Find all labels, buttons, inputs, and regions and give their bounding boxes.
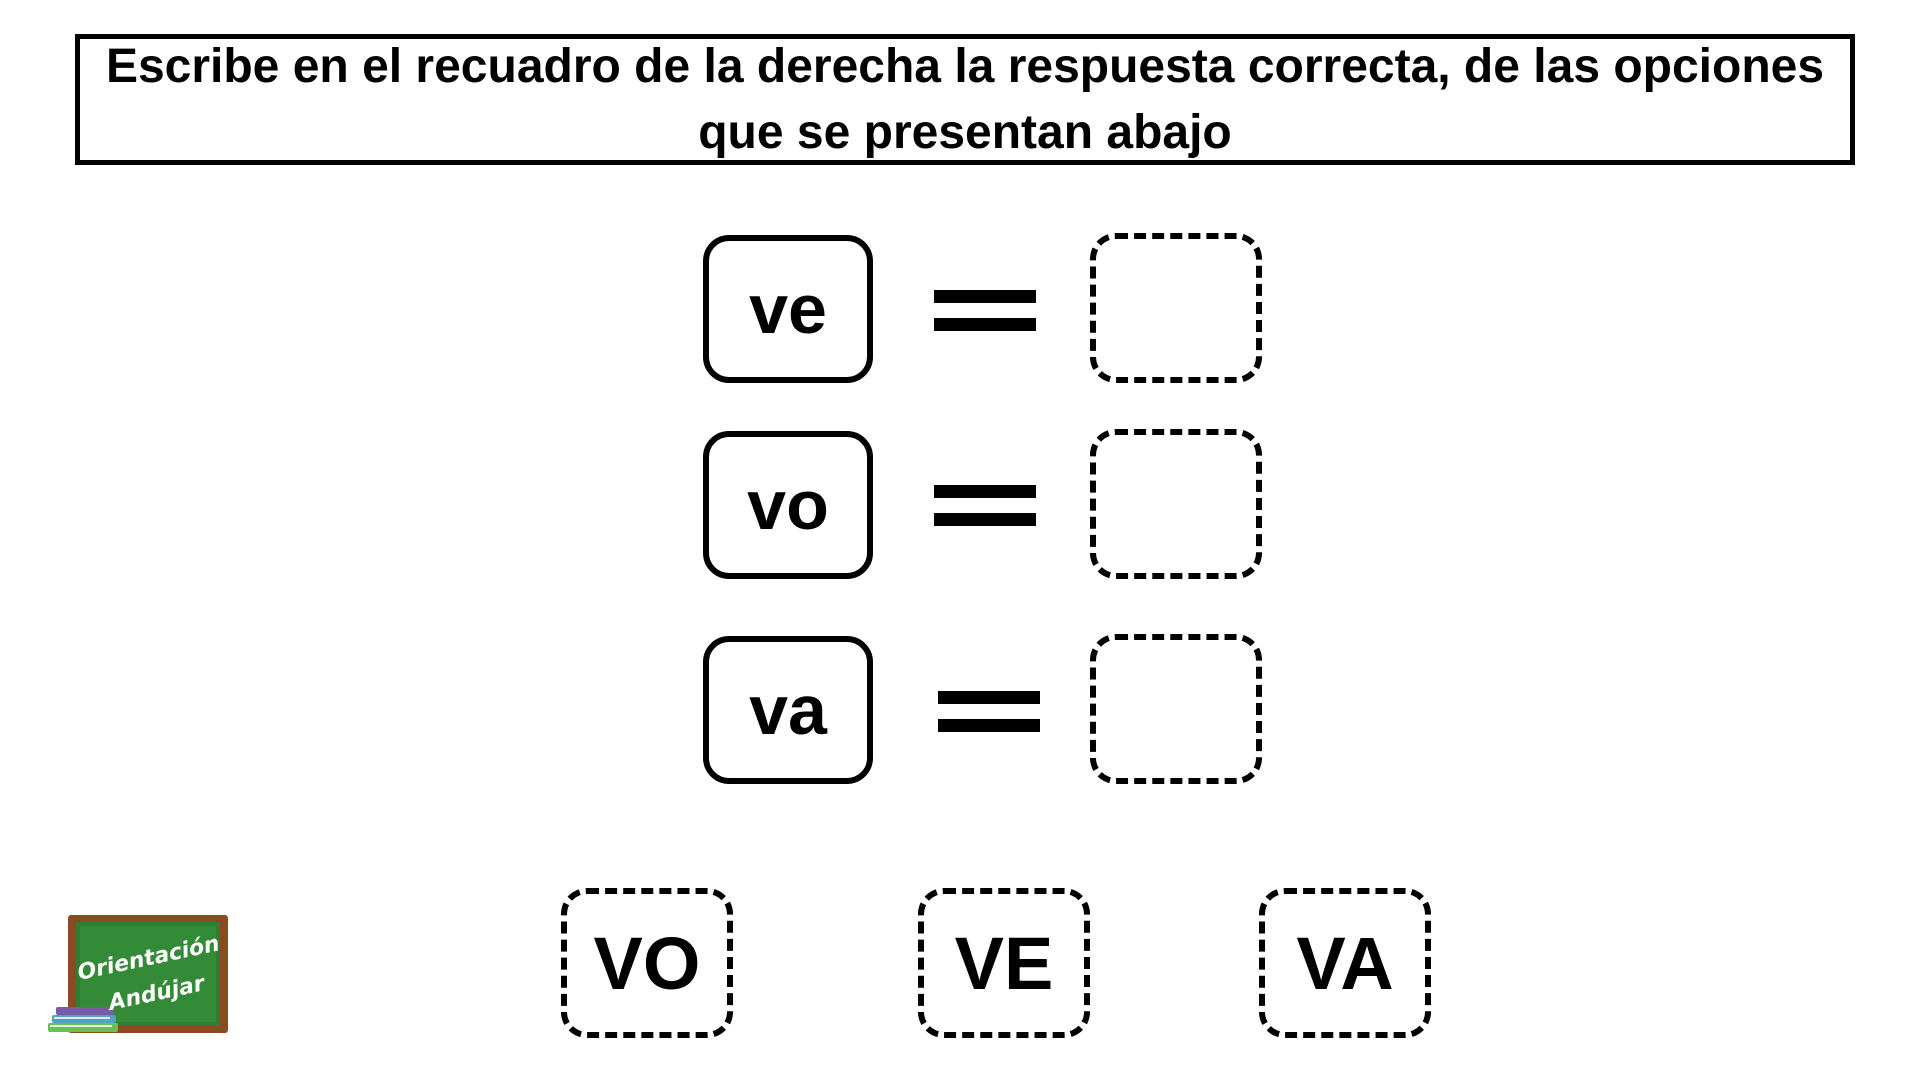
option-card-vo[interactable]: VO bbox=[561, 888, 733, 1038]
option-card-ve[interactable]: VE bbox=[918, 888, 1090, 1038]
syllable-label: vo bbox=[747, 466, 829, 544]
option-label: VE bbox=[954, 921, 1054, 1005]
answer-box-3[interactable] bbox=[1090, 634, 1262, 784]
syllable-card-va: va bbox=[703, 636, 873, 784]
instruction-line-1: Escribe en el recuadro de la derecha la … bbox=[105, 39, 1825, 93]
answer-box-2[interactable] bbox=[1090, 429, 1262, 579]
answer-box-1[interactable] bbox=[1090, 233, 1262, 383]
chalkboard-icon bbox=[48, 915, 228, 1033]
option-label: VA bbox=[1296, 921, 1394, 1005]
instruction-line-2: que se presentan abajo bbox=[698, 105, 1232, 159]
instruction-box: Escribe en el recuadro de la derecha la … bbox=[75, 34, 1855, 165]
syllable-label: ve bbox=[749, 270, 827, 348]
orientacion-andujar-logo: Orientación Andújar bbox=[48, 915, 228, 1033]
syllable-label: va bbox=[749, 671, 827, 749]
equals-sign bbox=[934, 290, 1036, 332]
syllable-card-vo: vo bbox=[703, 431, 873, 579]
equals-sign bbox=[934, 485, 1036, 527]
option-label: VO bbox=[593, 921, 701, 1005]
option-card-va[interactable]: VA bbox=[1259, 888, 1431, 1038]
syllable-card-ve: ve bbox=[703, 235, 873, 383]
instruction-text: Escribe en el recuadro de la derecha la … bbox=[86, 34, 1844, 166]
equals-sign bbox=[938, 691, 1040, 733]
